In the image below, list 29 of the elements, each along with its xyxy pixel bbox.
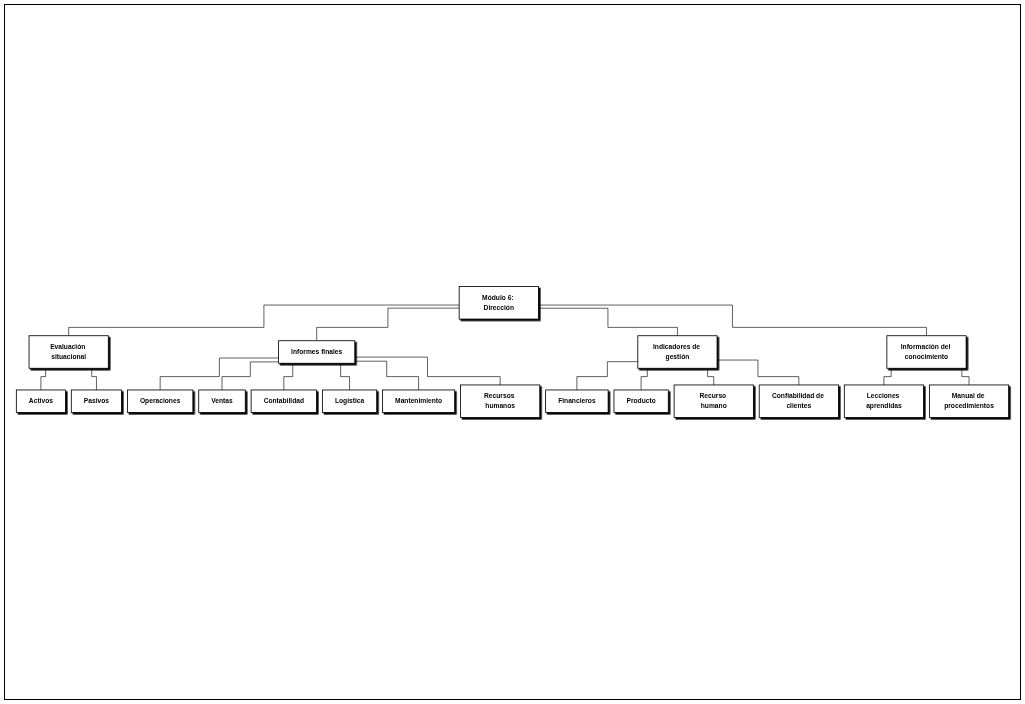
node-box [637,335,718,369]
node-box [198,389,246,413]
node-box [613,389,669,413]
node-box [382,389,456,413]
connector [221,361,279,391]
connector [538,307,678,337]
connector [159,357,279,391]
connector [538,304,927,337]
connector [68,304,460,337]
node-box [460,384,541,418]
connector [576,361,639,391]
node-box [127,389,194,413]
node-box [929,384,1010,418]
node-box [458,286,539,320]
node-box [673,384,754,418]
node-box [886,335,967,369]
node-box [545,389,609,413]
connector [316,307,460,342]
node-box [278,340,356,364]
node-box [250,389,317,413]
node-box [758,384,839,418]
node-box [70,389,122,413]
connector [354,360,419,391]
node-box [843,384,924,418]
connector [354,356,501,386]
node-box [28,335,109,369]
connector [716,359,800,386]
node-box [15,389,66,413]
node-box [322,389,378,413]
